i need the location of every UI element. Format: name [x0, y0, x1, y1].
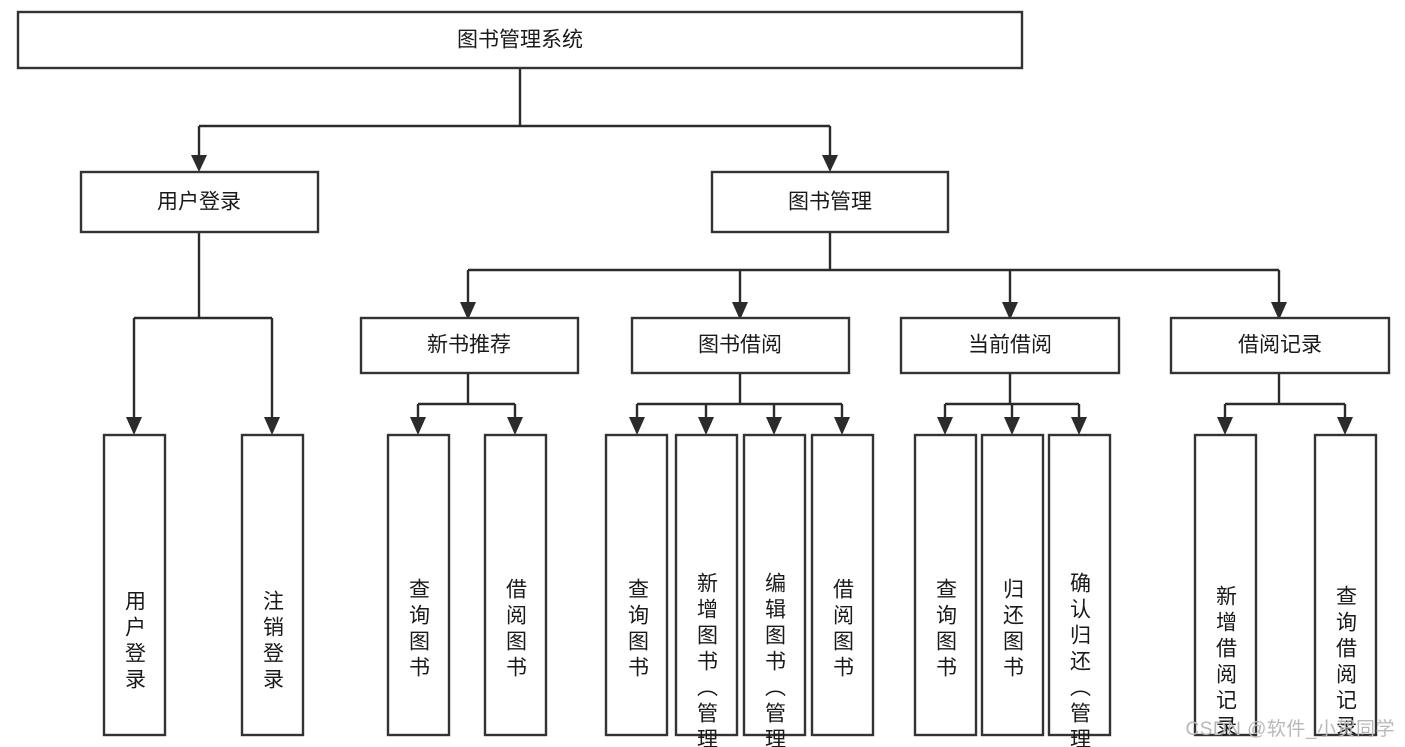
arrowhead-leaf-query-book-2: [629, 417, 645, 435]
node-borrow-record[interactable]: 借阅记录: [1169, 316, 1391, 375]
leaf-add-record-label: 新增借阅记录: [1214, 585, 1238, 741]
node-user-login[interactable]: 用户登录: [79, 170, 320, 234]
csdn-watermark: CSDN @软件_小贺同学: [1185, 719, 1395, 740]
leaf-query-book-2-box[interactable]: [604, 433, 669, 737]
leaf-query-record-box[interactable]: [1313, 433, 1378, 737]
node-book-borrow-label: 图书借阅: [698, 334, 782, 357]
arrowhead-leaf-edit-book: [766, 417, 782, 435]
leaf-confirm-return-box[interactable]: [1047, 433, 1112, 737]
leaf-borrow-book-2-box[interactable]: [810, 433, 875, 737]
leaf-edit-book-box[interactable]: [742, 433, 807, 737]
leaf-add-record[interactable]: 新增借阅记录: [1193, 433, 1258, 741]
leaf-query-book-1[interactable]: 查询图书: [386, 433, 451, 737]
node-borrow-record-label: 借阅记录: [1238, 334, 1322, 357]
arrowhead-leaf-query-book-3: [937, 417, 953, 435]
arrowhead-leaf-borrow-book-2: [834, 417, 850, 435]
arrowhead-borrow-record: [1271, 302, 1287, 320]
arrowhead-book-borrow: [732, 302, 748, 320]
leaf-logout-box[interactable]: [240, 433, 305, 737]
node-user-login-label: 用户登录: [157, 191, 241, 214]
leaf-query-record-label: 查询借阅记录: [1334, 585, 1358, 741]
node-new-book-rec-label: 新书推荐: [427, 334, 511, 357]
node-book-borrow[interactable]: 图书借阅: [630, 316, 851, 375]
leaf-edit-book-label: 编辑图书（管理员）: [763, 572, 787, 747]
node-root-label: 图书管理系统: [457, 29, 583, 52]
node-root[interactable]: 图书管理系统: [16, 10, 1024, 70]
node-book-mgmt[interactable]: 图书管理: [710, 170, 950, 234]
node-new-book-rec[interactable]: 新书推荐: [359, 316, 580, 375]
node-borrow-record-box[interactable]: [1169, 316, 1391, 375]
arrowhead-leaf-logout: [264, 417, 280, 435]
arrowhead-user-login: [191, 155, 207, 172]
leaf-query-book-1-label: 查询图书: [407, 578, 431, 682]
arrowhead-leaf-query-book-1: [410, 417, 426, 435]
leaf-query-record[interactable]: 查询借阅记录: [1313, 433, 1378, 741]
node-user-login-box[interactable]: [79, 170, 320, 234]
leaf-query-book-2-label: 查询图书: [626, 578, 650, 682]
arrowhead-book-mgmt: [822, 155, 838, 172]
leaf-return-book-label: 归还图书: [1001, 578, 1025, 682]
leaf-add-record-box[interactable]: [1193, 433, 1258, 737]
arrowhead-leaf-confirm-return: [1071, 417, 1087, 435]
leaf-borrow-book-2-label: 借阅图书: [831, 578, 855, 682]
connector-layer: [126, 68, 1353, 435]
node-book-mgmt-label: 图书管理: [788, 191, 872, 214]
leaf-borrow-book-1-label: 借阅图书: [504, 578, 528, 682]
arrowhead-new-book-rec: [460, 302, 476, 320]
arrowhead-leaf-add-book: [698, 417, 714, 435]
leaf-add-book-label: 新增图书（管理员）: [695, 572, 719, 747]
node-book-borrow-box[interactable]: [630, 316, 851, 375]
arrowhead-leaf-user-login: [126, 417, 142, 435]
leaf-edit-book[interactable]: 编辑图书（管理员）: [742, 433, 807, 747]
arrowhead-leaf-borrow-book-1: [507, 417, 523, 435]
leaf-return-book[interactable]: 归还图书: [980, 433, 1045, 737]
arrowhead-leaf-add-record: [1217, 417, 1233, 435]
leaf-logout[interactable]: 注销登录: [240, 433, 305, 737]
leaf-add-book[interactable]: 新增图书（管理员）: [674, 433, 739, 747]
leaf-user-login-box[interactable]: [102, 433, 167, 737]
leaf-user-login-label: 用户登录: [123, 590, 147, 694]
leaf-return-book-box[interactable]: [980, 433, 1045, 737]
arrowhead-leaf-return-book: [1004, 417, 1020, 435]
node-root-box[interactable]: [16, 10, 1024, 70]
leaf-query-book-2[interactable]: 查询图书: [604, 433, 669, 737]
leaf-confirm-return[interactable]: 确认归还（管理员）: [1047, 433, 1112, 747]
node-new-book-rec-box[interactable]: [359, 316, 580, 375]
node-current-borrow-label: 当前借阅: [968, 334, 1052, 357]
node-current-borrow-box[interactable]: [899, 316, 1121, 375]
leaf-borrow-book-1[interactable]: 借阅图书: [483, 433, 548, 737]
leaf-borrow-book-2[interactable]: 借阅图书: [810, 433, 875, 737]
leaf-query-book-3-box[interactable]: [913, 433, 978, 737]
leaf-borrow-book-1-box[interactable]: [483, 433, 548, 737]
arrowhead-leaf-query-record: [1337, 417, 1353, 435]
node-book-mgmt-box[interactable]: [710, 170, 950, 234]
leaf-add-book-box[interactable]: [674, 433, 739, 737]
leaf-logout-label: 注销登录: [261, 590, 285, 694]
leaf-query-book-1-box[interactable]: [386, 433, 451, 737]
leaf-confirm-return-label: 确认归还（管理员）: [1068, 572, 1092, 747]
arrowhead-current-borrow: [1002, 302, 1018, 320]
leaf-user-login[interactable]: 用户登录: [102, 433, 167, 737]
leaf-query-book-3-label: 查询图书: [934, 578, 958, 682]
node-current-borrow[interactable]: 当前借阅: [899, 316, 1121, 375]
leaf-query-book-3[interactable]: 查询图书: [913, 433, 978, 737]
